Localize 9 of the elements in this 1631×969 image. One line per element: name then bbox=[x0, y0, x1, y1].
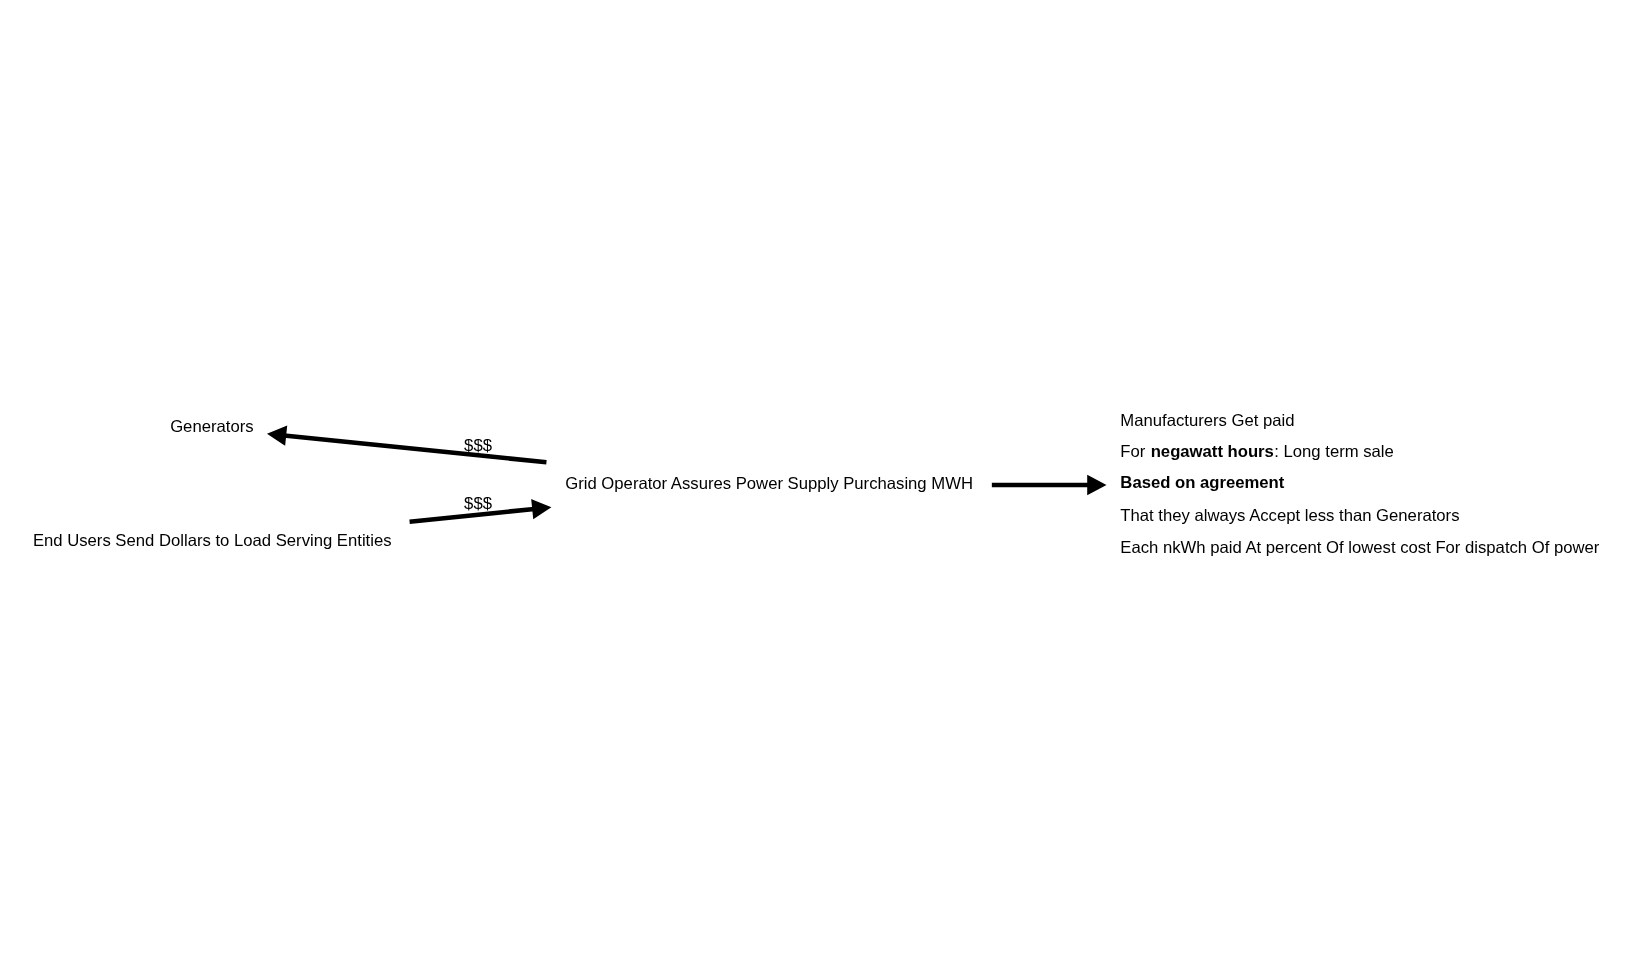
node-text: End Users Send Dollars to Load Serving Entities bbox=[32, 530, 392, 550]
node-text: Manufacturers Get paid For negawatt hours: Long term sale Based on agreement That they always Accept less than Generators Each nkWh paid At percent Of lowest cost For dispatch Of power bbox=[1120, 410, 1600, 557]
arrow bbox=[267, 425, 547, 465]
node-text: Grid Operator Assures Power Supply Purchasing MWH bbox=[565, 473, 973, 493]
node-text: Generators bbox=[170, 416, 254, 436]
edge-label: $$$ bbox=[464, 435, 492, 455]
edge-label: $$$ bbox=[464, 493, 492, 513]
arrow bbox=[991, 474, 1107, 495]
arrow bbox=[409, 498, 552, 524]
